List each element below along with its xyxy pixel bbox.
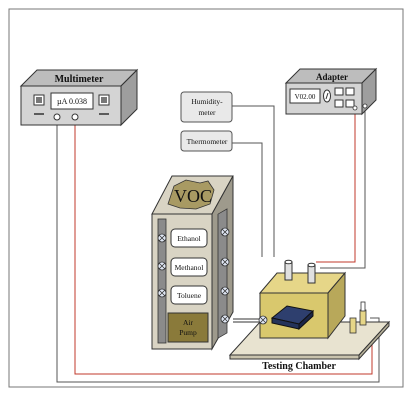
voc-box: VOC Ethanol Methanol Toluene Air [151,175,234,351]
valve-icon [157,233,167,298]
thermometer-label: Thermometer [187,137,228,146]
adapter-wire-gray [320,106,366,269]
valve-icon [220,227,230,324]
humidity-wire [232,105,275,257]
adapter-title: Adapter [316,72,348,82]
bottle-methanol [170,257,208,277]
thermometer-wire [232,142,263,257]
multimeter-jack-icon [53,113,61,121]
adapter-wire-red [316,106,356,263]
multimeter-jack-icon [71,113,79,121]
multimeter-reading: µA 0.038 [57,97,87,106]
testing-chamber-label: Testing Chamber [262,361,336,372]
voc-blob-icon [167,179,215,210]
humidity-meter-label-2: meter [198,108,216,117]
bottle-ethanol [170,228,208,248]
humidity-meter-label-1: Humidity- [191,97,223,106]
bottle-ethanol-label: Ethanol [177,234,200,243]
multimeter-wire-gray [56,115,380,383]
multimeter: Multimeter µA 0.038 [19,68,139,127]
air-pump-label-2: Pump [179,328,197,337]
humidity-meter: Humidity- meter [180,91,233,123]
probe-icon [349,301,367,334]
multimeter-display [50,92,94,110]
air-pump [167,312,209,343]
adapter-button-icon [334,87,344,96]
adapter: Adapter V02.00 [284,67,378,116]
bottle-toluene-label: Toluene [177,291,202,300]
adapter-display [289,88,321,104]
air-pump-label-1: Air [183,318,194,327]
voc-title: VOC [174,186,212,206]
testing-chamber: Testing Chamber [228,259,391,372]
gas-port-icon [284,259,316,284]
bottle-toluene [170,285,208,305]
thermometer: Thermometer [180,130,233,152]
adapter-reading: V02.00 [295,93,316,101]
bottle-methanol-label: Methanol [175,263,204,272]
multimeter-title: Multimeter [55,74,104,85]
